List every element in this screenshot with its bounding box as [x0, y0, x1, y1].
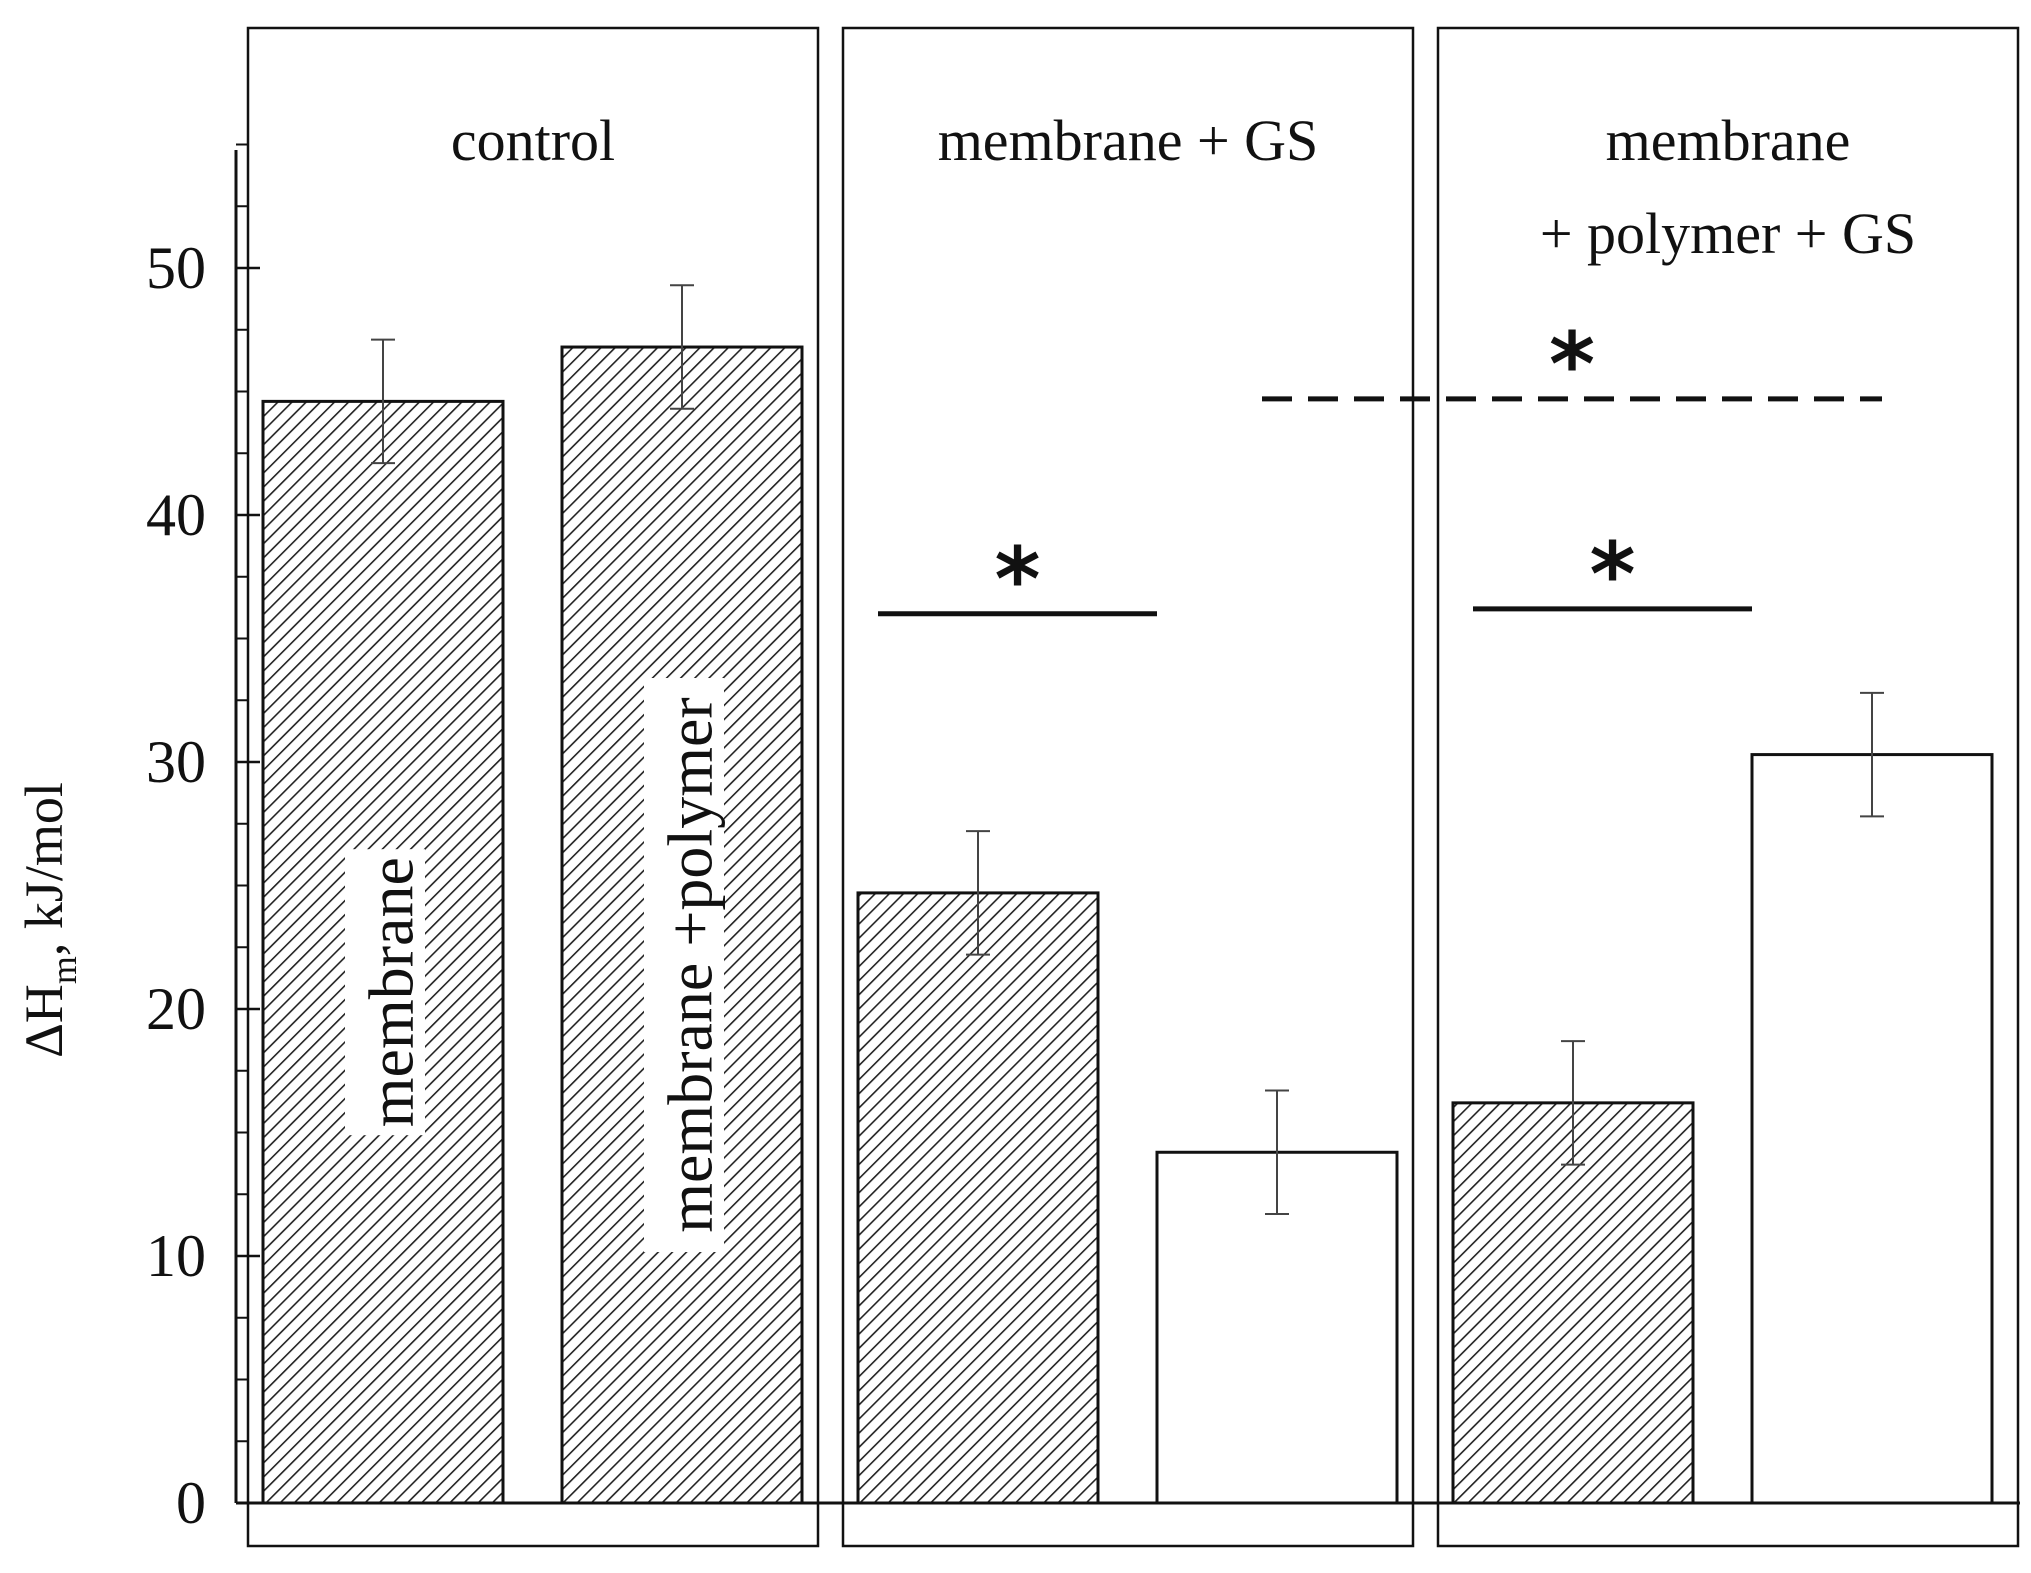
group-panels — [246, 26, 2020, 1548]
chart-text: control membrane membrane +polymer membrane… — [14, 108, 1916, 1536]
group-panel-1 — [246, 26, 820, 1548]
bar-label-bg-group1-1 — [345, 849, 425, 1136]
error-bars — [371, 284, 1884, 1216]
bar-label-group1-2: membrane +polymer — [655, 697, 726, 1232]
y-tick-label-40: 40 — [146, 482, 206, 548]
group-title-1-line-1: control — [451, 108, 615, 173]
group-panel-3 — [1436, 26, 2020, 1548]
significance-marks: * * * — [878, 313, 1882, 631]
significance-mark-1: * — [994, 528, 1040, 631]
y-axis-label-subscript: m — [44, 956, 84, 984]
bar-group2-1 — [856, 891, 1100, 1505]
y-tick-label-30: 30 — [146, 729, 206, 795]
bar-group3-1 — [1451, 1101, 1695, 1505]
bar-group3-2 — [1750, 753, 1994, 1505]
group-title-3-line-2: + polymer + GS — [1540, 201, 1916, 266]
y-tick-label-20: 20 — [146, 976, 206, 1042]
y-tick-label-50: 50 — [146, 235, 206, 301]
y-axis-label: ΔHm, kJ/mol — [14, 782, 84, 1058]
group-panel-2 — [841, 26, 1415, 1548]
bar-label-bg-group1-2 — [644, 678, 724, 1253]
bars — [261, 345, 1994, 1505]
y-tick-label-0: 0 — [176, 1470, 206, 1536]
significance-mark-3: * — [1549, 313, 1595, 416]
y-axis-label-main: ΔH — [14, 984, 74, 1058]
y-axis-label-unit: , kJ/mol — [14, 782, 74, 956]
y-axis — [234, 143, 2020, 1505]
group-title-2-line-1: membrane + GS — [938, 108, 1319, 173]
bar-label-group1-1: membrane — [356, 857, 427, 1127]
group-title-3-line-1: membrane — [1606, 108, 1851, 173]
y-tick-label-10: 10 — [146, 1223, 206, 1289]
significance-mark-2: * — [1589, 523, 1635, 626]
